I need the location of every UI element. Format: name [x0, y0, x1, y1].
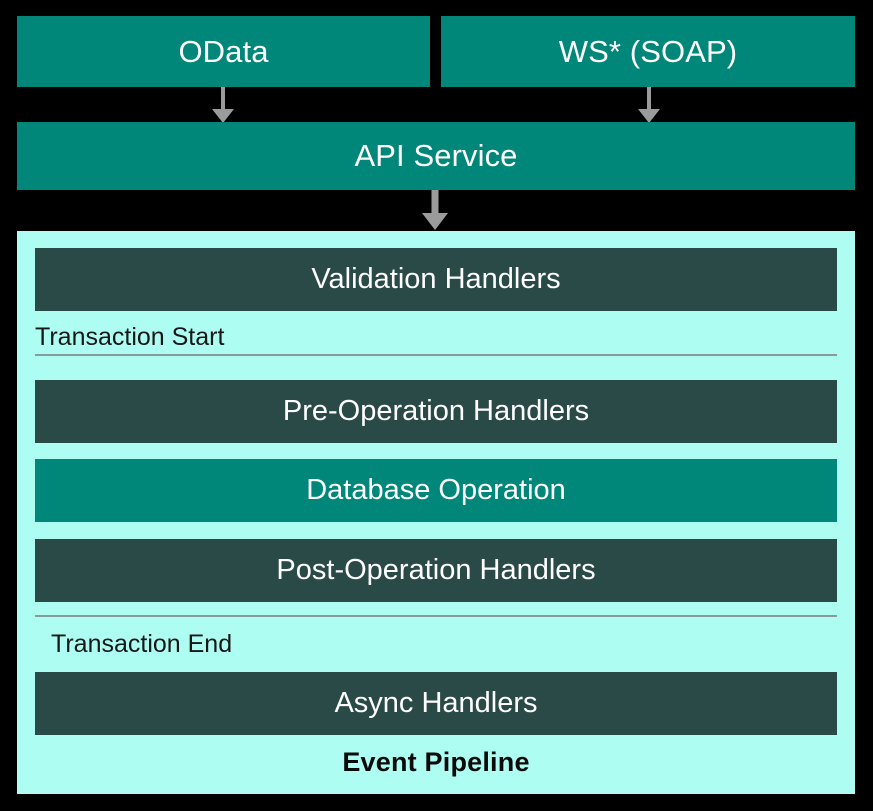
endpoint-label-ws-soap: WS* (SOAP)	[558, 33, 738, 69]
pipeline-stage-label: Validation Handlers	[311, 263, 561, 295]
endpoint-box-ws-soap[interactable]: WS* (SOAP)	[441, 16, 855, 87]
arrow-shaft	[647, 87, 651, 111]
arrow-shaft	[221, 87, 225, 111]
pipeline-stage-async-handlers[interactable]: Async Handlers	[35, 672, 837, 735]
pipeline-stage-label: Database Operation	[306, 474, 566, 506]
down-arrow-icon-api-to-pipeline	[422, 190, 448, 232]
pipeline-stage-pre-operation-handlers[interactable]: Pre-Operation Handlers	[35, 380, 837, 443]
api-service-box[interactable]: API Service	[17, 122, 855, 190]
pipeline-stage-database-operation[interactable]: Database Operation	[35, 459, 837, 522]
arrow-head	[638, 109, 660, 123]
arrow-head	[422, 213, 448, 230]
arrow-head	[212, 109, 234, 123]
transaction-start-divider	[35, 354, 837, 356]
arrow-shaft	[431, 190, 439, 215]
transaction-end-label: Transaction End	[51, 630, 233, 658]
pipeline-stage-post-operation-handlers[interactable]: Post-Operation Handlers	[35, 539, 837, 602]
pipeline-stage-label: Post-Operation Handlers	[276, 554, 596, 586]
transaction-end-divider	[35, 615, 837, 617]
endpoint-box-odata[interactable]: OData	[17, 16, 430, 87]
transaction-start-label: Transaction Start	[35, 323, 225, 351]
api-service-label: API Service	[354, 138, 518, 173]
pipeline-stage-label: Pre-Operation Handlers	[282, 395, 590, 427]
endpoint-label-odata: OData	[178, 33, 269, 69]
down-arrow-icon-odata-to-api	[212, 87, 234, 123]
event-pipeline-caption: Event Pipeline	[342, 747, 530, 777]
pipeline-stage-label: Async Handlers	[334, 687, 538, 719]
event-pipeline-panel: Validation Handlers Transaction Start Pr…	[17, 231, 855, 794]
down-arrow-icon-ws-to-api	[638, 87, 660, 123]
pipeline-stage-validation-handlers[interactable]: Validation Handlers	[35, 248, 837, 311]
